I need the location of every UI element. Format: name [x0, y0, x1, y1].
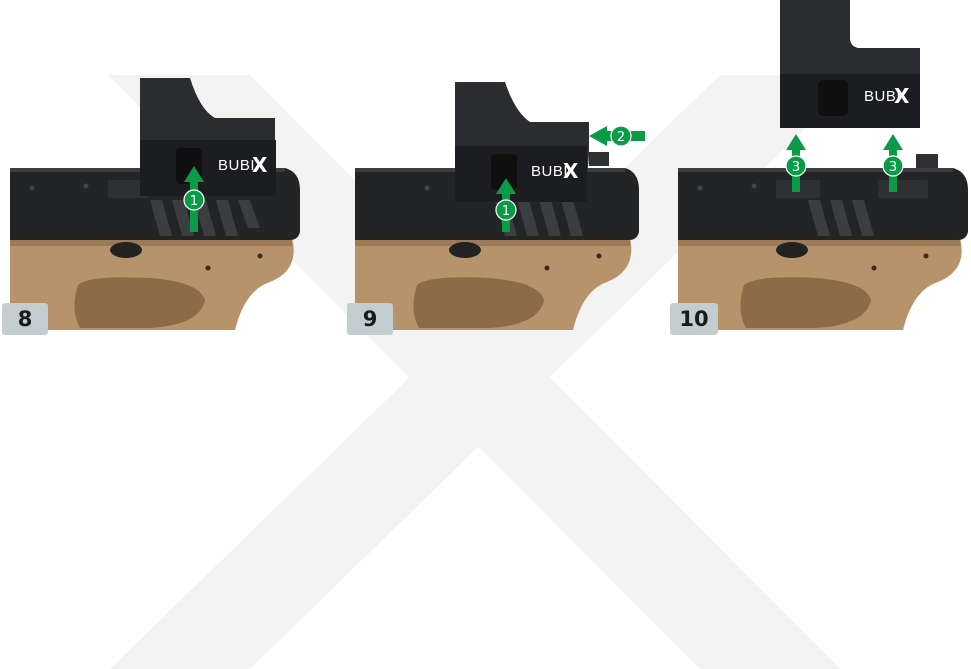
step-9-panel: BUBI X 1 2 9: [345, 0, 645, 340]
step-10-panel: BUBI X 3 3 10: [668, 0, 971, 340]
step-9-illustration: BUBI X 1 2: [345, 0, 645, 340]
step-number-badge: 10: [670, 303, 718, 335]
step-8-panel: BUBI X 1 8: [0, 0, 310, 340]
brand-logo-mark: X: [894, 84, 910, 108]
callout-number: 1: [190, 194, 198, 209]
callout-number: 3: [792, 160, 800, 175]
brand-logo: BUBI: [218, 157, 255, 174]
callout-number: 2: [617, 130, 625, 145]
green-left-arrow-icon: 2: [589, 126, 645, 146]
step-number-badge: 8: [2, 303, 48, 335]
callout-number: 1: [502, 204, 510, 219]
step-10-illustration: BUBI X 3 3: [668, 0, 971, 340]
step-8-illustration: BUBI X 1: [0, 0, 310, 340]
brand-logo-mark: X: [252, 153, 268, 177]
step-number-badge: 9: [347, 303, 393, 335]
callout-number: 3: [889, 160, 897, 175]
brand-logo-mark: X: [563, 159, 579, 183]
